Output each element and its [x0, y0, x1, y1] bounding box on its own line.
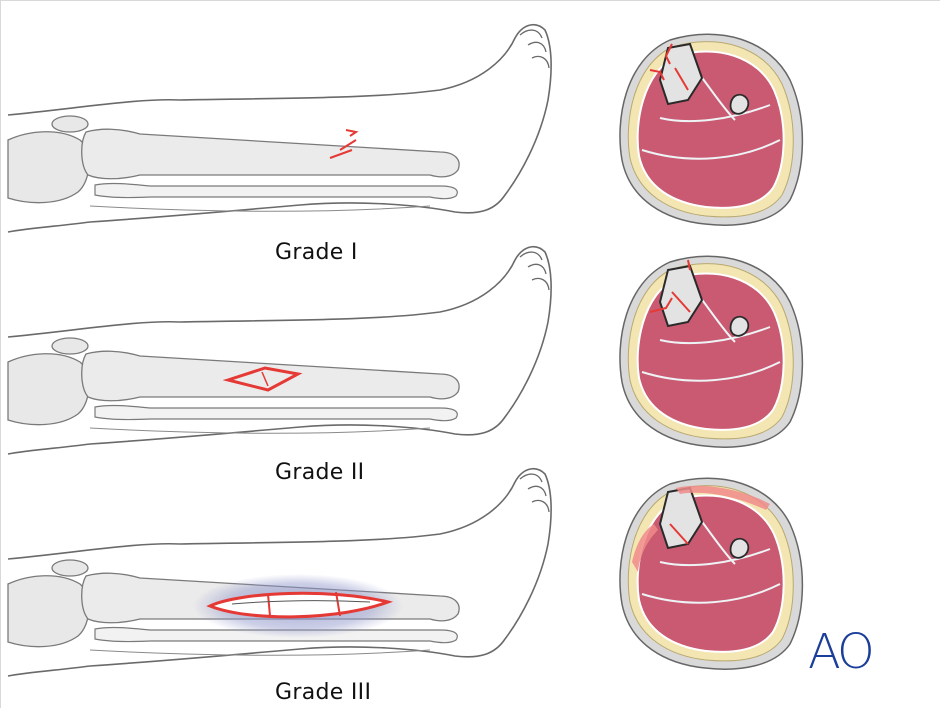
grade-3-label: Grade III [275, 680, 371, 705]
grade-3-panel [8, 469, 802, 676]
grade-1-cross-section [620, 34, 802, 225]
grade-2-label: Grade II [275, 460, 364, 485]
grade-3-leg-illustration [8, 469, 551, 676]
grade-2-cross-section [620, 256, 802, 447]
grade-1-leg-illustration [8, 25, 551, 232]
grade-3-cross-section [620, 478, 802, 669]
grade-1-panel [8, 25, 802, 232]
grade-2-panel [8, 247, 802, 454]
ao-logo: AO [808, 624, 872, 680]
grade-2-leg-illustration [8, 247, 551, 454]
grade-1-label: Grade I [275, 240, 358, 265]
